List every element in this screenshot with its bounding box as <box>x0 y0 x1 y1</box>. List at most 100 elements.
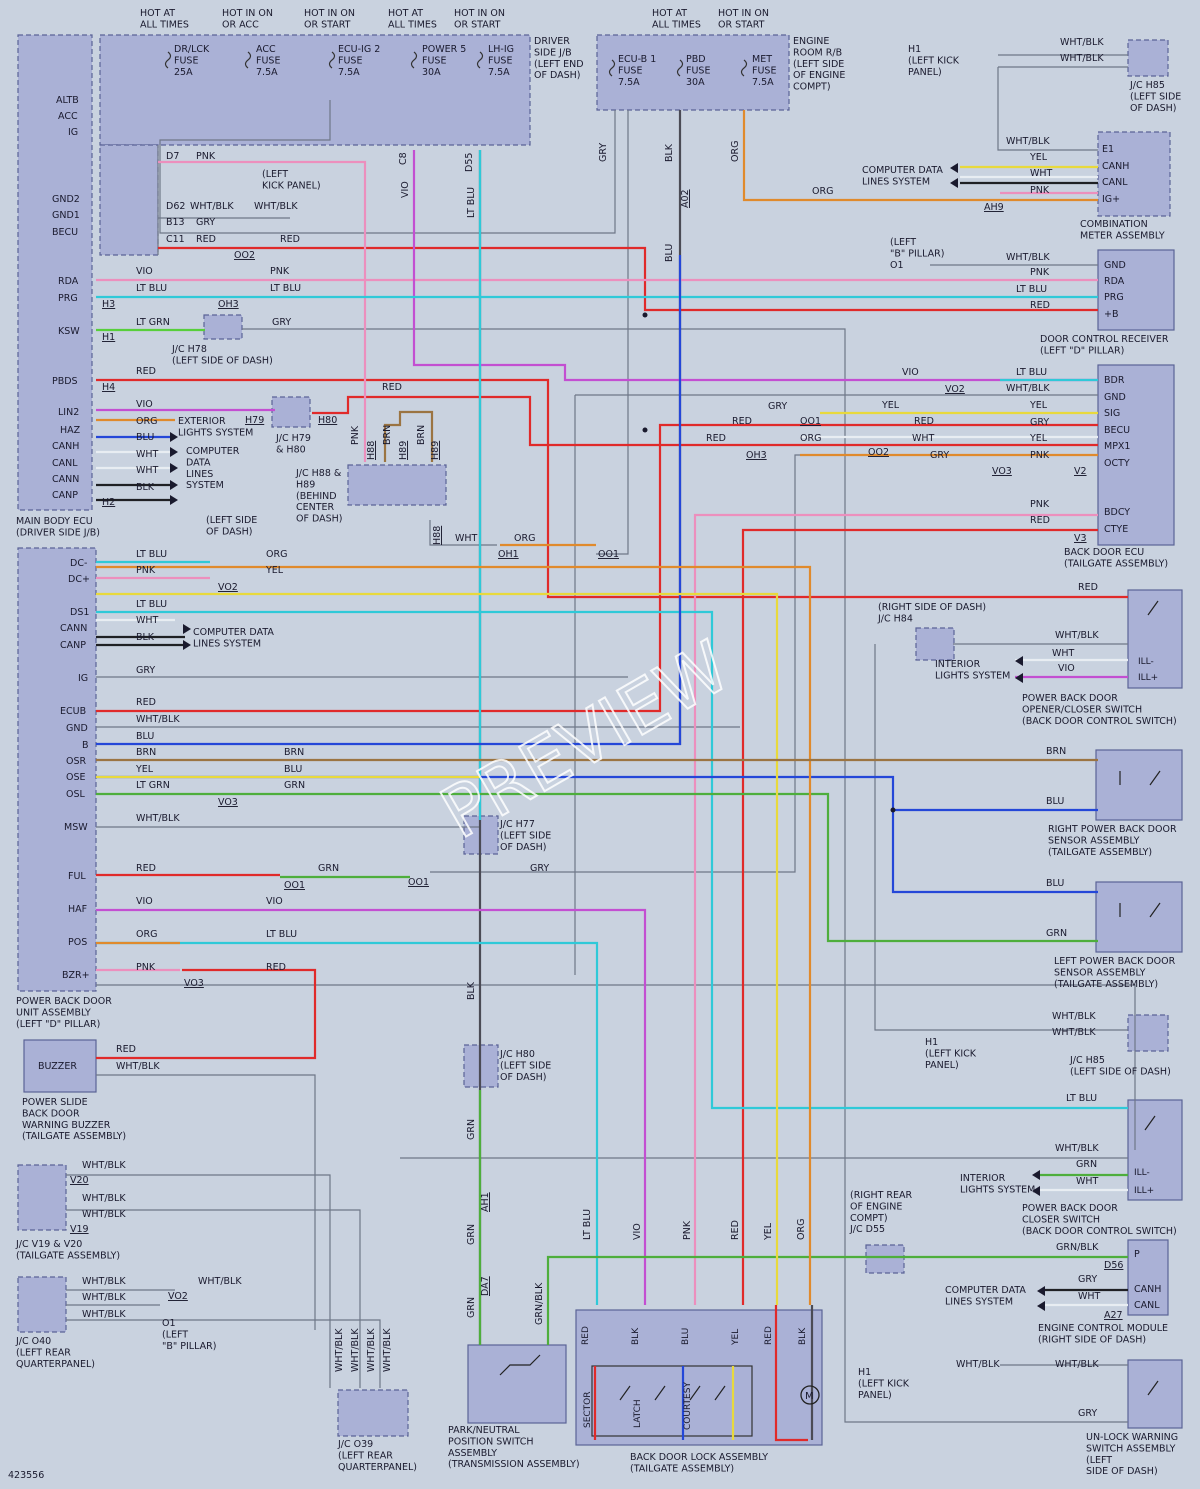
svg-text:GRY: GRY <box>196 217 215 228</box>
svg-text:RDA: RDA <box>58 276 79 287</box>
svg-text:V2: V2 <box>1074 466 1087 477</box>
svg-text:GRN/BLK: GRN/BLK <box>534 1282 545 1325</box>
svg-text:OSR: OSR <box>66 756 87 767</box>
svg-text:RED: RED <box>1078 582 1098 593</box>
svg-text:RED: RED <box>280 234 300 245</box>
main-body-ecu-box <box>17 34 93 511</box>
o1-pillar-label: (LEFT"B" PILLAR)O1 <box>890 237 944 271</box>
svg-text:WHT/BLK: WHT/BLK <box>82 1276 126 1287</box>
vertical-wire-labels: VIO LT BLU GRY BLK ORG BLU PNK BRN BRN B… <box>334 141 807 1372</box>
svg-text:ORG: ORG <box>136 416 157 427</box>
svg-text:VO3: VO3 <box>992 466 1012 477</box>
svg-text:GND2: GND2 <box>52 194 80 205</box>
svg-text:WHT/BLK: WHT/BLK <box>82 1193 126 1204</box>
svg-text:H89: H89 <box>398 441 409 460</box>
jc-v19-label: J/C V19 & V20(TAILGATE ASSEMBLY) <box>15 1239 120 1261</box>
jc-o40-box <box>17 1276 67 1333</box>
switch1-ill-minus: ILL- <box>1138 657 1154 667</box>
diagram-id: 423556 <box>8 1470 44 1481</box>
ecm-pins: P CANH CANL <box>1134 1249 1161 1311</box>
svg-text:OO1: OO1 <box>800 416 821 427</box>
svg-text:H79: H79 <box>245 415 264 426</box>
jc-d55-box <box>865 1244 905 1274</box>
svg-text:WHT/BLK: WHT/BLK <box>254 201 298 212</box>
svg-text:KSW: KSW <box>58 326 80 337</box>
switch-contacts <box>499 600 1161 1401</box>
svg-text:H89: H89 <box>430 441 441 460</box>
svg-text:IG: IG <box>68 127 78 138</box>
svg-text:BRN: BRN <box>382 425 393 445</box>
svg-text:SIG: SIG <box>1104 408 1120 419</box>
svg-text:CANH: CANH <box>1134 1284 1161 1295</box>
jc-h79-box <box>271 396 311 428</box>
svg-text:PNK: PNK <box>136 565 156 576</box>
svg-text:WHT/BLK: WHT/BLK <box>1006 252 1050 263</box>
svg-text:PNK: PNK <box>270 266 290 277</box>
svg-text:V20: V20 <box>70 1175 89 1186</box>
connector-codes: D7 D62 B13 C11 OO2 H3 OH3 H1 H4 H2 H79 H… <box>70 151 1123 1321</box>
svg-text:OO1: OO1 <box>598 549 619 560</box>
svg-text:PBDS: PBDS <box>52 376 78 387</box>
svg-text:RED: RED <box>1030 300 1050 311</box>
svg-text:BRN: BRN <box>1046 746 1066 757</box>
svg-text:WHT/BLK: WHT/BLK <box>1052 1027 1096 1038</box>
svg-text:DA7: DA7 <box>480 1276 491 1296</box>
svg-text:GRN: GRN <box>1076 1159 1097 1170</box>
svg-text:ORG: ORG <box>796 1219 807 1240</box>
bd-ecu-label: BACK DOOR ECU(TAILGATE ASSEMBLY) <box>1064 547 1168 569</box>
svg-text:OO1: OO1 <box>408 877 429 888</box>
door-receiver-label: DOOR CONTROL RECEIVER(LEFT "D" PILLAR) <box>1040 334 1169 356</box>
ecm-label: ENGINE CONTROL MODULE(RIGHT SIDE OF DASH… <box>1038 1323 1168 1345</box>
svg-text:RED: RED <box>196 234 216 245</box>
svg-text:CANH: CANH <box>1102 161 1129 172</box>
svg-text:LATCH: LATCH <box>633 1399 643 1428</box>
svg-text:YEL: YEL <box>135 764 154 775</box>
svg-text:HAZ: HAZ <box>60 425 81 436</box>
svg-text:BLU: BLU <box>681 1328 691 1345</box>
svg-text:GRY: GRY <box>136 665 155 676</box>
svg-text:H88: H88 <box>366 441 377 460</box>
svg-text:CANL: CANL <box>52 458 78 469</box>
svg-text:WHT/BLK: WHT/BLK <box>82 1292 126 1303</box>
svg-text:E1: E1 <box>1102 144 1114 155</box>
svg-text:H1: H1 <box>102 332 115 343</box>
svg-text:WHT/BLK: WHT/BLK <box>136 714 180 725</box>
svg-text:BLU: BLU <box>136 432 154 443</box>
svg-text:RED: RED <box>116 1044 136 1055</box>
bd-ecu-pins: BDR GND SIG BECU MPX1 OCTY BDCY CTYE <box>1104 375 1130 535</box>
engine-rb-box <box>596 34 790 111</box>
svg-text:BLK: BLK <box>136 632 155 643</box>
svg-text:PNK: PNK <box>1030 450 1050 461</box>
buzzer-text: BUZZER <box>38 1061 77 1072</box>
svg-text:BRN: BRN <box>284 747 304 758</box>
svg-text:ACC: ACC <box>58 111 78 122</box>
svg-text:YEL: YEL <box>265 565 284 576</box>
svg-text:+B: +B <box>1104 309 1118 320</box>
svg-text:BLU: BLU <box>1046 796 1064 807</box>
svg-text:BRN: BRN <box>416 425 427 445</box>
fuse-symbols <box>164 51 748 77</box>
svg-text:VO3: VO3 <box>218 797 238 808</box>
svg-text:WHT: WHT <box>136 449 159 460</box>
svg-text:CANH: CANH <box>52 441 79 452</box>
svg-text:VIO: VIO <box>266 896 283 907</box>
svg-text:GRN: GRN <box>284 780 305 791</box>
svg-text:LT BLU: LT BLU <box>1016 284 1047 295</box>
svg-text:GND: GND <box>1104 392 1126 403</box>
svg-text:POS: POS <box>68 937 87 948</box>
svg-text:YEL: YEL <box>1029 152 1048 163</box>
svg-text:BLU: BLU <box>284 764 302 775</box>
svg-text:DC-: DC- <box>70 558 87 569</box>
svg-text:RED: RED <box>706 433 726 444</box>
svg-text:CANP: CANP <box>52 490 78 501</box>
svg-text:ECUB: ECUB <box>60 706 86 717</box>
svg-text:OO2: OO2 <box>868 447 889 458</box>
